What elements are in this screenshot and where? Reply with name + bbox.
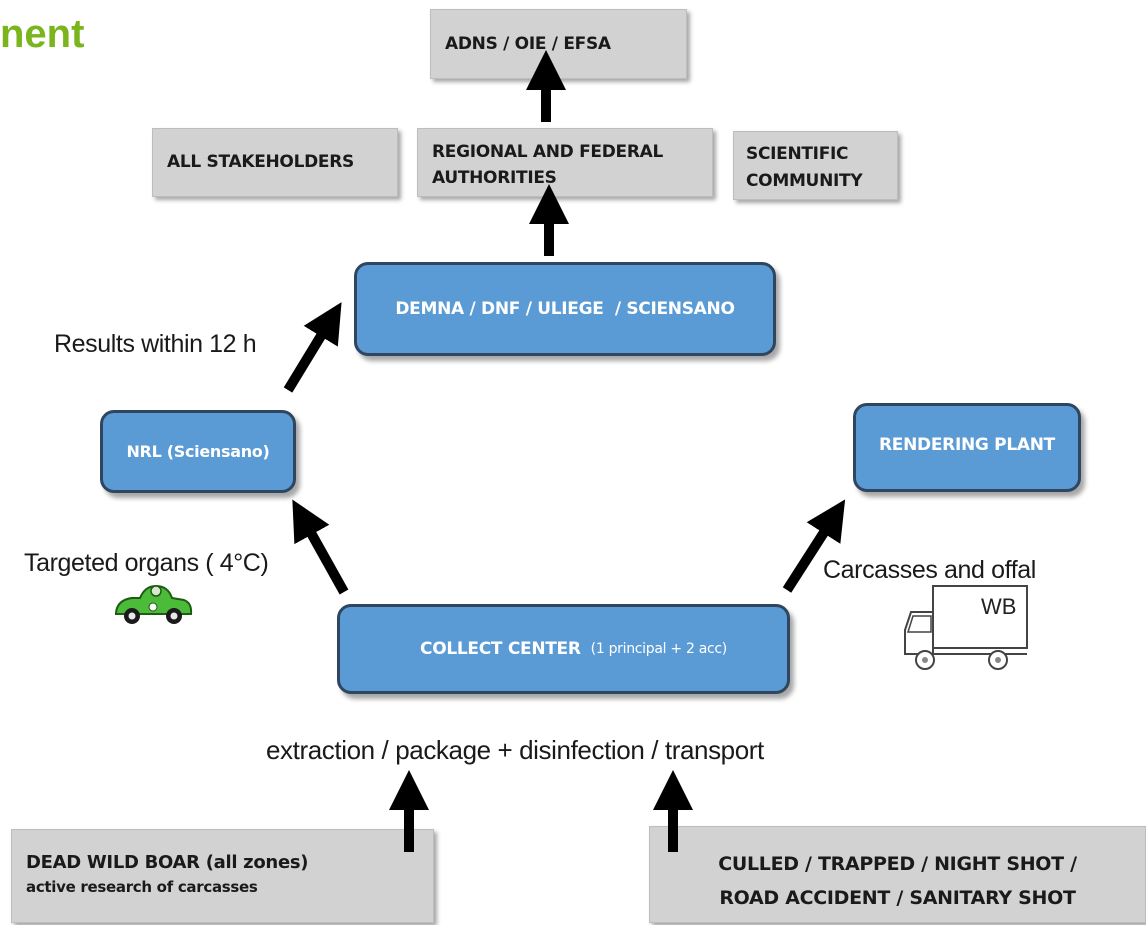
nrl-label: NRL (Sciensano)	[126, 442, 270, 461]
culled-trapped-box: CULLED / TRAPPED / NIGHT SHOT / ROAD ACC…	[649, 826, 1146, 923]
scientific-community-box: SCIENTIFIC COMMUNITY	[733, 131, 898, 200]
demna-node: DEMNA / DNF / ULIEGE / SCIENSANO	[354, 262, 776, 356]
truck-icon: WB	[904, 585, 1028, 670]
results-label: Results within 12 h	[54, 330, 257, 358]
collect-center-sub: (1 principal + 2 acc)	[590, 641, 728, 657]
scientific-label-line2: COMMUNITY	[746, 171, 863, 191]
arrow-collect-to-nrl	[292, 499, 349, 595]
adns-label: ADNS / OIE / EFSA	[445, 34, 611, 54]
collect-center-label: COLLECT CENTER	[420, 639, 581, 659]
active-research-label: active research of carcasses	[26, 878, 258, 896]
culled-label-line2: ROAD ACCIDENT / SANITARY SHOT	[719, 887, 1076, 909]
culled-label-line1: CULLED / TRAPPED / NIGHT SHOT /	[718, 853, 1077, 875]
scientific-label-line1: SCIENTIFIC	[746, 144, 849, 164]
collect-center-node: COLLECT CENTER (1 principal + 2 acc)	[337, 604, 790, 694]
dead-wild-boar-label: DEAD WILD BOAR (all zones)	[26, 852, 309, 873]
stakeholders-label: ALL STAKEHOLDERS	[167, 152, 354, 172]
carcasses-offal-label: Carcasses and offal	[823, 556, 1036, 584]
targeted-organs-label: Targeted organs ( 4°C)	[24, 549, 269, 577]
dead-wild-boar-box: DEAD WILD BOAR (all zones) active resear…	[11, 829, 434, 923]
page-title: nent	[0, 12, 85, 56]
truck-label: WB	[981, 594, 1016, 619]
demna-label: DEMNA / DNF / ULIEGE / SCIENSANO	[395, 299, 735, 319]
process-label: extraction / package + disinfection / tr…	[266, 735, 764, 765]
arrow-nrl-to-demna	[283, 302, 342, 393]
regional-label-line2: AUTHORITIES	[432, 168, 557, 188]
rendering-plant-node: RENDERING PLANT	[853, 403, 1081, 492]
regional-label-line1: REGIONAL AND FEDERAL	[432, 142, 664, 162]
nrl-node: NRL (Sciensano)	[100, 410, 296, 493]
arrow-collect-to-rendering	[782, 499, 846, 593]
all-stakeholders-box: ALL STAKEHOLDERS	[152, 128, 398, 197]
car-icon	[115, 584, 193, 624]
adns-oie-efsa-box: ADNS / OIE / EFSA	[430, 9, 687, 79]
rendering-label: RENDERING PLANT	[879, 434, 1055, 455]
